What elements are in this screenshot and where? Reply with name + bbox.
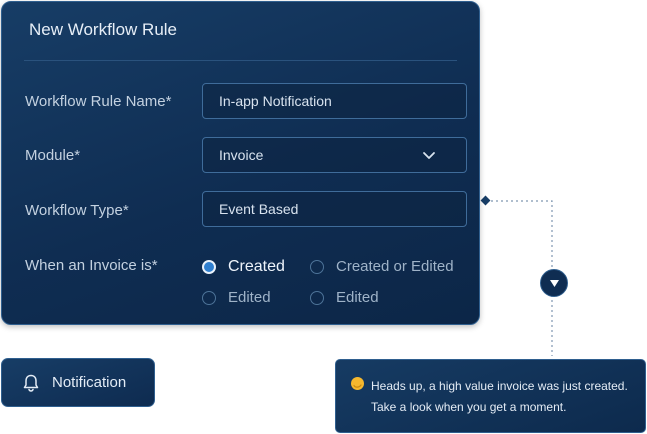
radio-unselected-icon (310, 290, 324, 305)
notification-button[interactable]: Notification (1, 358, 155, 407)
module-select[interactable]: Invoice (202, 137, 467, 173)
workflow-type-label: Workflow Type* (25, 202, 129, 219)
radio-edited-2[interactable]: Edited (310, 289, 379, 306)
module-value: Invoice (219, 147, 264, 163)
toast-message-line2: Take a look when you get a moment. (371, 400, 567, 414)
trigger-label: When an Invoice is* (25, 257, 158, 274)
module-label: Module* (25, 147, 81, 164)
radio-created-or-edited[interactable]: Created or Edited (310, 258, 454, 275)
workflow-rule-card: New Workflow Rule Workflow Rule Name* In… (1, 1, 480, 325)
radio-edited[interactable]: Edited (202, 289, 271, 306)
bell-icon (23, 374, 39, 392)
chevron-down-icon (423, 152, 435, 159)
radio-unselected-icon (310, 259, 324, 274)
radio-selected-icon (202, 260, 216, 274)
radio-unselected-icon (202, 290, 216, 305)
radio-created-or-edited-label: Created or Edited (336, 258, 454, 275)
notification-label: Notification (52, 374, 127, 391)
card-divider (24, 60, 457, 61)
rule-name-value: In-app Notification (219, 93, 332, 109)
radio-edited-label: Edited (228, 289, 271, 306)
workflow-type-input[interactable]: Event Based (202, 191, 467, 227)
radio-edited-2-label: Edited (336, 289, 379, 306)
hand-wave-icon (351, 377, 364, 390)
triangle-down-icon (550, 280, 559, 287)
card-title: New Workflow Rule (29, 20, 178, 39)
connector-node-icon (480, 195, 491, 206)
rule-name-label: Workflow Rule Name* (25, 93, 172, 110)
workflow-type-value: Event Based (219, 201, 299, 217)
radio-created-label: Created (228, 258, 285, 275)
toast-message-line1: Heads up, a high value invoice was just … (371, 379, 628, 393)
flow-step-badge (540, 269, 568, 297)
radio-created[interactable]: Created (202, 258, 285, 276)
notification-toast[interactable]: Heads up, a high value invoice was just … (335, 359, 646, 433)
rule-name-input[interactable]: In-app Notification (202, 83, 467, 119)
